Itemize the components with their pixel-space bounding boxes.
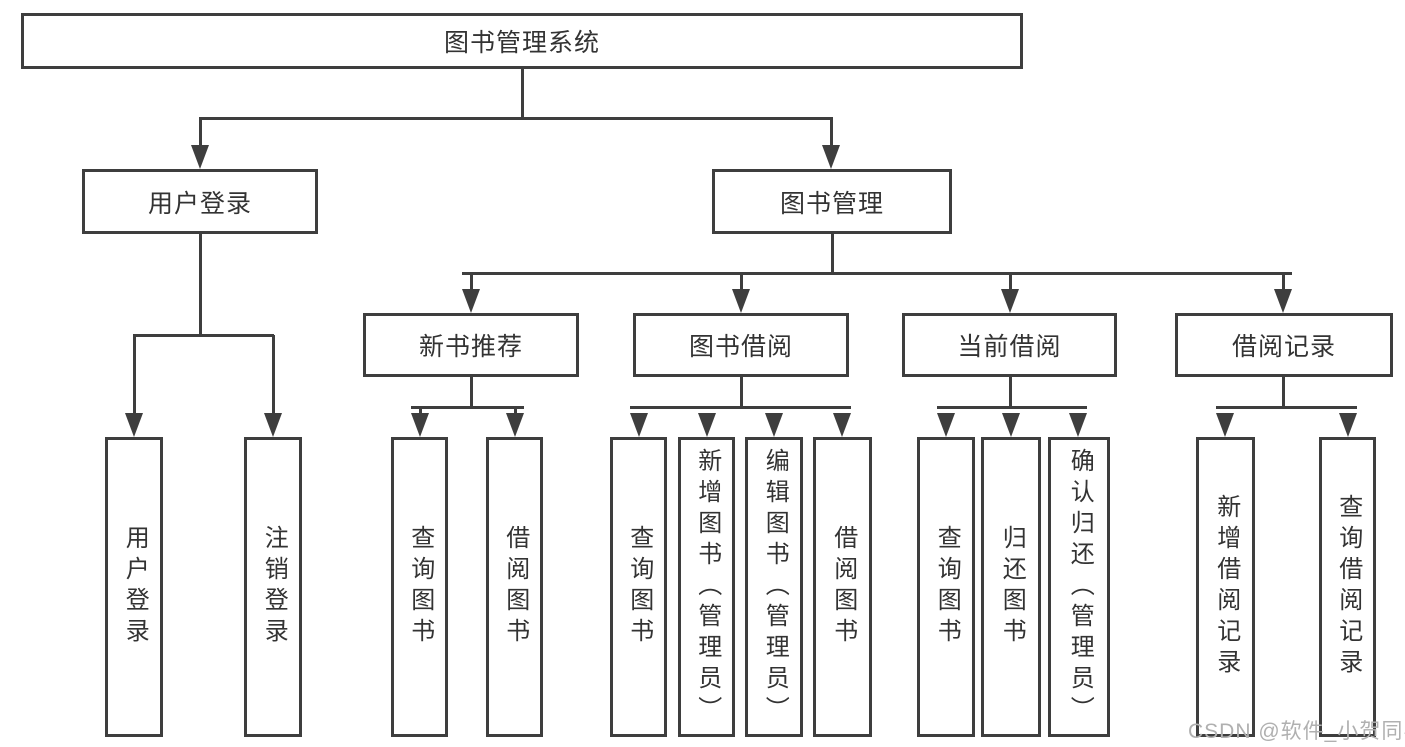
connector-vline (199, 234, 202, 336)
connector-vline (1009, 275, 1012, 291)
node-label: 图书借阅 (688, 333, 793, 361)
node-label: 归还图书 (998, 525, 1026, 649)
connector-vline (830, 118, 833, 147)
arrowhead-down-icon (264, 413, 282, 437)
connector-vline (1282, 377, 1285, 409)
connector-hline (937, 406, 1087, 409)
node-label: 查询借阅记录 (1334, 494, 1362, 680)
node-label: 查询图书 (933, 525, 961, 649)
connector-hline (462, 272, 1292, 275)
node-label: 注销登录 (260, 525, 288, 649)
leaf-user-login: 用户登录 (105, 437, 163, 737)
connector-hline (630, 406, 851, 409)
leaf-query-books-recommend: 查询图书 (391, 437, 448, 737)
connector-hline (1216, 406, 1357, 409)
leaf-return-books: 归还图书 (981, 437, 1041, 737)
connector-vline (133, 335, 136, 415)
node-label: 图书管理系统 (443, 29, 600, 57)
node-current-borrow: 当前借阅 (902, 313, 1117, 377)
leaf-query-books-current: 查询图书 (917, 437, 975, 737)
node-label: 新增图书（管理员） (693, 447, 721, 727)
leaf-add-borrow-record: 新增借阅记录 (1196, 437, 1255, 737)
connector-vline (470, 275, 473, 291)
node-book-borrow: 图书借阅 (633, 313, 849, 377)
arrowhead-down-icon (191, 145, 209, 169)
leaf-add-books-admin: 新增图书（管理员） (678, 437, 735, 737)
node-label: 当前借阅 (957, 333, 1062, 361)
connector-hline (199, 117, 833, 120)
leaf-query-borrow-record: 查询借阅记录 (1319, 437, 1376, 737)
connector-vline (470, 377, 473, 409)
arrowhead-down-icon (732, 289, 750, 313)
node-new-book-recommend: 新书推荐 (363, 313, 579, 377)
node-label: 查询图书 (625, 525, 653, 649)
node-label: 用户登录 (121, 525, 149, 649)
arrowhead-down-icon (630, 413, 648, 437)
node-label: 新增借阅记录 (1212, 494, 1240, 680)
csdn-watermark: CSDN @软件_小贺同学 (1188, 720, 1405, 743)
arrowhead-down-icon (1274, 289, 1292, 313)
arrowhead-down-icon (1339, 413, 1357, 437)
connector-vline (272, 335, 275, 415)
node-label: 编辑图书（管理员） (761, 447, 789, 727)
connector-vline (740, 377, 743, 409)
node-label: 借阅图书 (829, 525, 857, 649)
leaf-logout: 注销登录 (244, 437, 302, 737)
arrowhead-down-icon (822, 145, 840, 169)
connector-vline (1009, 377, 1012, 409)
connector-vline (831, 234, 834, 275)
connector-vline (740, 275, 743, 291)
arrowhead-down-icon (1002, 413, 1020, 437)
connector-vline (199, 118, 202, 147)
node-label: 图书管理 (779, 189, 884, 218)
connector-hline (411, 406, 524, 409)
node-label: 确认归还（管理员） (1066, 447, 1094, 727)
arrowhead-down-icon (698, 413, 716, 437)
node-label: 借阅图书 (501, 525, 529, 649)
leaf-edit-books-admin: 编辑图书（管理员） (745, 437, 803, 737)
leaf-confirm-return-admin: 确认归还（管理员） (1048, 437, 1110, 737)
connector-vline (1282, 275, 1285, 291)
arrowhead-down-icon (411, 413, 429, 437)
arrowhead-down-icon (1216, 413, 1234, 437)
connector-vline (514, 406, 517, 415)
arrowhead-down-icon (833, 413, 851, 437)
node-library-management-system: 图书管理系统 (21, 13, 1023, 69)
connector-vline (521, 69, 524, 118)
node-user-login: 用户登录 (82, 169, 318, 234)
arrowhead-down-icon (462, 289, 480, 313)
arrowhead-down-icon (765, 413, 783, 437)
connector-vline (419, 406, 422, 415)
node-label: 新书推荐 (418, 333, 523, 361)
leaf-borrow-books-recommend: 借阅图书 (486, 437, 543, 737)
arrowhead-down-icon (506, 413, 524, 437)
node-label: 用户登录 (147, 189, 252, 218)
node-book-management: 图书管理 (712, 169, 952, 234)
arrowhead-down-icon (1069, 413, 1087, 437)
arrowhead-down-icon (125, 413, 143, 437)
arrowhead-down-icon (1001, 289, 1019, 313)
connector-hline (133, 334, 274, 337)
node-label: 借阅记录 (1231, 333, 1336, 361)
arrowhead-down-icon (937, 413, 955, 437)
node-borrow-records: 借阅记录 (1175, 313, 1393, 377)
node-label: 查询图书 (406, 525, 434, 649)
leaf-borrow-books: 借阅图书 (813, 437, 872, 737)
leaf-query-books-borrow: 查询图书 (610, 437, 667, 737)
